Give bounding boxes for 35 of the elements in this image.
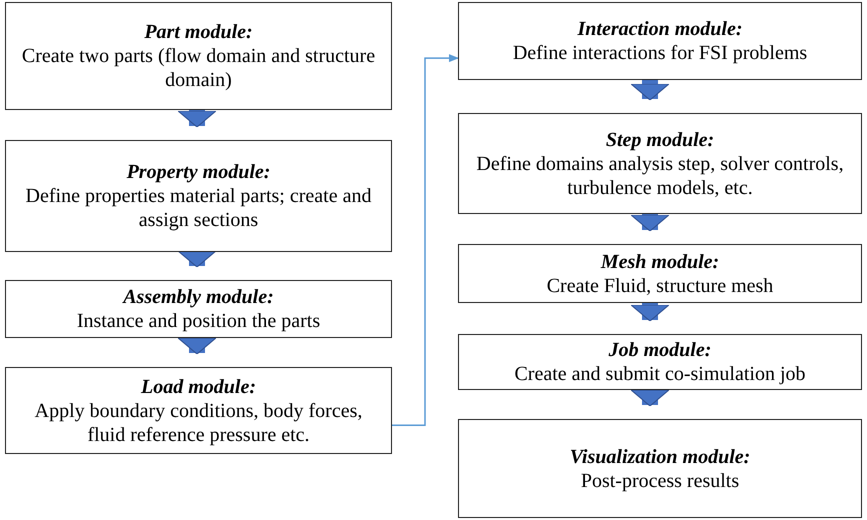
module-box [458,419,862,518]
module-title: Job module: [608,338,712,362]
arrow [178,250,216,268]
module-title: Load module: [141,374,256,398]
module-box [458,334,862,390]
arrow [630,214,670,232]
module-title: Mesh module: [600,250,720,274]
arrow [630,390,670,406]
module-box [458,244,862,303]
arrow [178,110,216,128]
module-description: Create two parts (flow domain and structure domain) [20,44,376,92]
module-description: Post-process results [580,468,740,492]
module-box [5,280,392,338]
module-description: Create Fluid, structure mesh [546,274,774,298]
module-description: Define domains analysis step, solver controls, turbulence models, etc. [475,152,845,200]
module-title: Part module: [144,20,253,44]
module-title: Visualization module: [570,444,750,468]
arrow [178,338,216,354]
module-description: Apply boundary conditions, body forces, fluid reference pressure etc. [34,398,364,446]
arrow [392,54,459,426]
arrow [630,80,670,100]
module-box [458,2,862,80]
module-description: Create and submit co-simulation job [514,362,806,386]
module-title: Assembly module: [123,285,274,309]
module-title: Interaction module: [577,17,742,41]
module-description: Define properties material parts; create and assign sections [24,184,372,232]
module-title: Property module: [126,160,270,184]
module-title: Step module: [606,128,714,152]
module-description: Instance and position the parts [76,309,320,333]
module-box [458,113,862,214]
module-box [5,2,392,110]
module-description: Define interactions for FSI problems [512,41,808,65]
arrow [630,303,670,322]
module-box [5,140,392,252]
module-box [5,367,392,454]
